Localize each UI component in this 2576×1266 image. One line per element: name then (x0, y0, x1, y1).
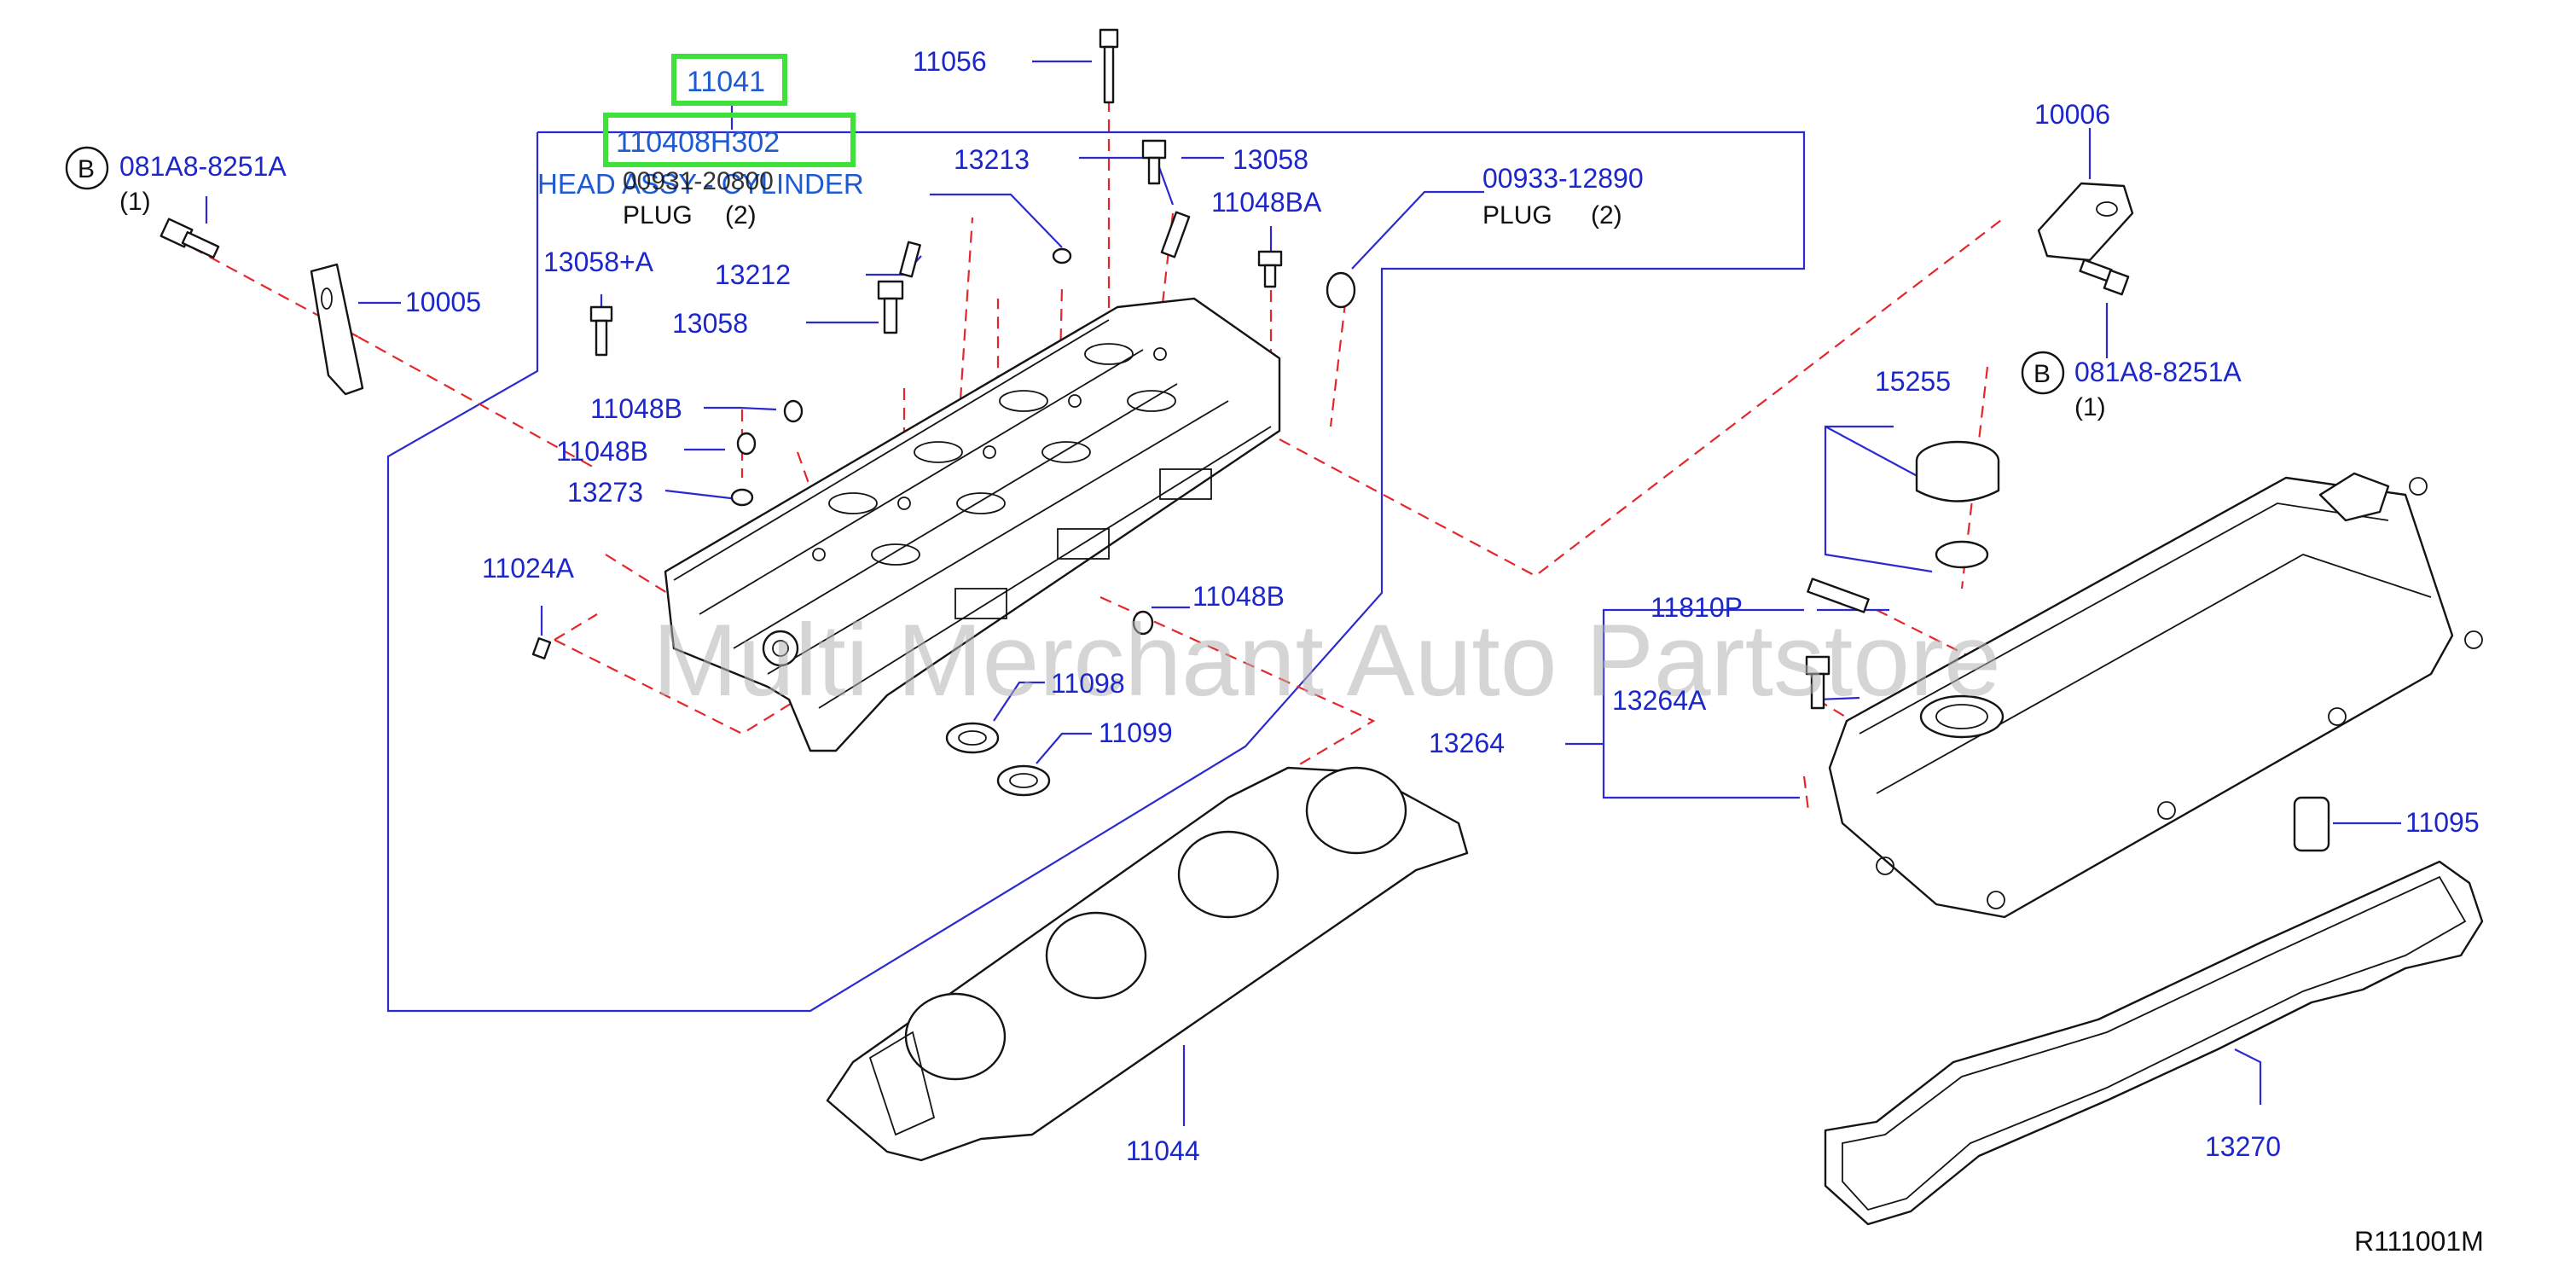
label-b-left: B (78, 155, 95, 183)
label-13058-top[interactable]: 13058 (1233, 144, 1308, 175)
label-11041[interactable]: 11041 (687, 66, 765, 98)
label-qty-right: (1) (2074, 393, 2106, 421)
label-plug-1-qty: (2) (725, 201, 757, 229)
highlight-box-11041 (671, 54, 787, 106)
label-13058-mid[interactable]: 13058 (672, 308, 748, 339)
watermark: Multi Merchant Auto Partstore (653, 603, 2001, 717)
label-00931-20800[interactable]: 00931-20800 (623, 167, 774, 195)
head-assy-group-outline (386, 131, 1806, 1013)
highlight-box-110408H302 (603, 113, 856, 167)
label-plug-2-qty: (2) (1591, 201, 1622, 229)
label-110408H302[interactable]: 110408H302 (616, 126, 780, 159)
label-11048B-3[interactable]: 11048B (1192, 581, 1285, 612)
label-13270[interactable]: 13270 (2205, 1131, 2281, 1162)
rocker-cover-gasket (1824, 860, 2484, 1226)
label-10006[interactable]: 10006 (2034, 99, 2110, 130)
label-13273[interactable]: 13273 (567, 477, 643, 508)
label-15255[interactable]: 15255 (1875, 366, 1951, 397)
label-10005[interactable]: 10005 (405, 287, 481, 317)
label-081A8-8251A-left[interactable]: 081A8-8251A (119, 151, 287, 182)
small-parts (160, 28, 2330, 852)
label-00933-12890[interactable]: 00933-12890 (1482, 163, 1644, 194)
label-qty-left: (1) (119, 188, 151, 216)
label-13212[interactable]: 13212 (715, 259, 791, 290)
label-plug-2: PLUG (1482, 201, 1552, 229)
diagram-reference-code: R111001M (2354, 1226, 2484, 1257)
label-11048B-1[interactable]: 11048B (590, 393, 682, 424)
leader-lines (205, 60, 2401, 1126)
cylinder-head (664, 297, 1281, 752)
label-11056[interactable]: 11056 (913, 46, 987, 77)
label-11024A[interactable]: 11024A (482, 553, 575, 584)
label-11810P[interactable]: 11810P (1651, 592, 1743, 623)
label-11095[interactable]: 11095 (2405, 807, 2480, 838)
part-labels: 11041 110408H302 HEAD ASSY - CYLINDER 00… (65, 46, 2484, 1257)
label-11098[interactable]: 11098 (1051, 668, 1125, 699)
label-11044[interactable]: 11044 (1126, 1135, 1200, 1166)
label-11099[interactable]: 11099 (1099, 717, 1173, 748)
head-gasket (826, 766, 1469, 1162)
rocker-cover (1828, 472, 2483, 919)
label-11048B-2[interactable]: 11048B (556, 436, 648, 467)
circle-b-left (65, 146, 109, 190)
label-11048BA[interactable]: 11048BA (1211, 187, 1322, 218)
label-13264[interactable]: 13264 (1429, 728, 1505, 758)
label-13264A[interactable]: 13264A (1612, 685, 1707, 716)
label-plug-1: PLUG (623, 201, 693, 229)
label-13058A[interactable]: 13058+A (543, 247, 654, 277)
label-13213[interactable]: 13213 (954, 144, 1030, 175)
label-081A8-8251A-right[interactable]: 081A8-8251A (2074, 357, 2242, 387)
label-head-assy: HEAD ASSY - CYLINDER (537, 168, 864, 200)
circle-b-right (2021, 351, 2065, 395)
label-b-right: B (2034, 360, 2051, 388)
